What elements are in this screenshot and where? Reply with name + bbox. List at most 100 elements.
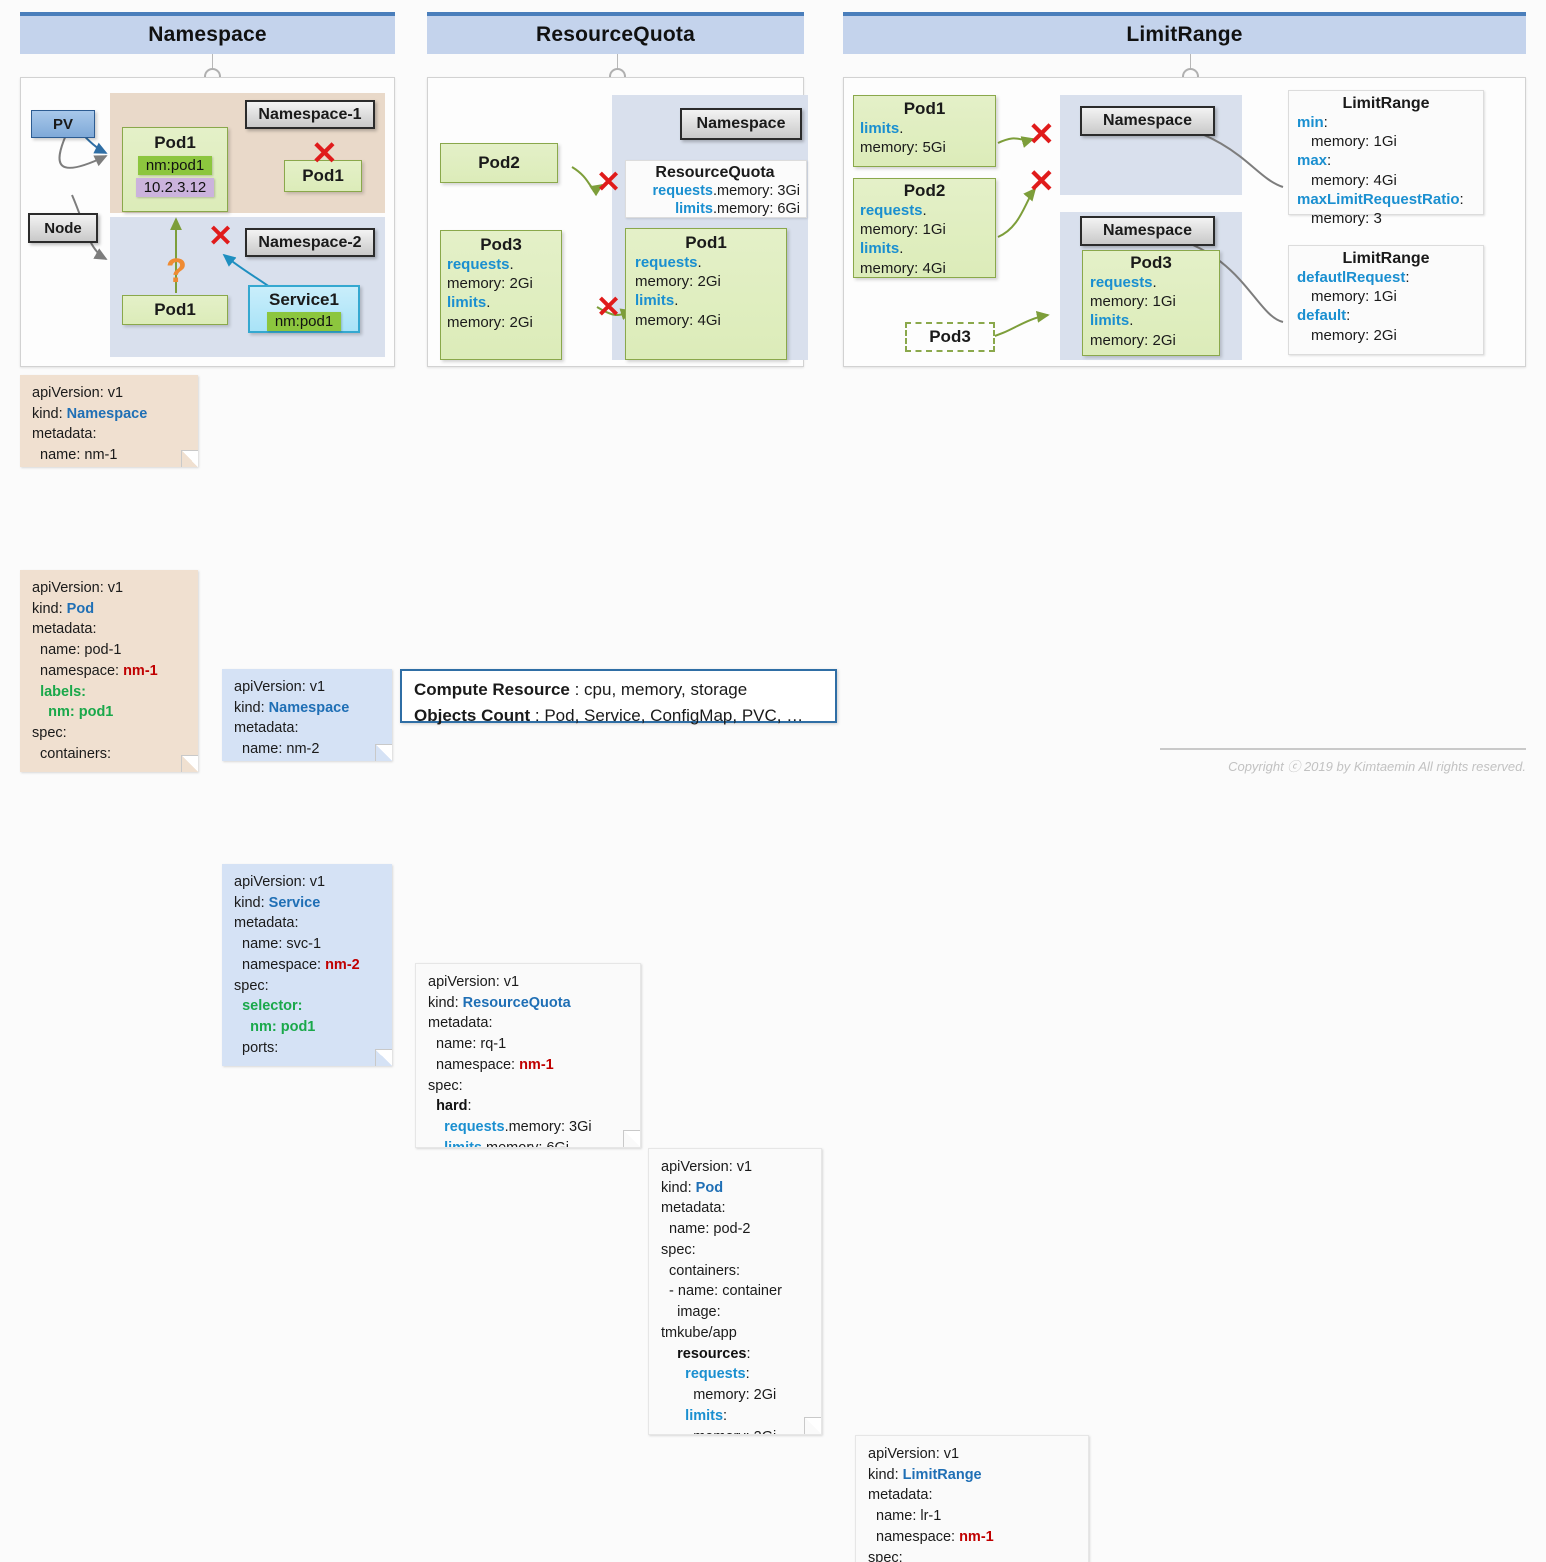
yaml-line: tmkube/app (661, 1324, 737, 1341)
rq-pod3-limits-key: limits (447, 294, 487, 312)
section-title: ResourceQuota (536, 23, 695, 46)
yaml-line: kind: ResourceQuota (428, 994, 571, 1011)
yaml-line: name: rq-1 (428, 1036, 507, 1053)
yaml-line: apiVersion: v1 (234, 874, 326, 890)
yaml-line: name: pod-2 (661, 1221, 751, 1238)
rq-pod1-title: Pod1 (685, 233, 727, 252)
yaml-line: requests: (685, 1366, 750, 1383)
service1-title: Service1 (269, 290, 339, 309)
connector-line-namespace (212, 54, 213, 76)
yaml-line: kind: Pod (32, 600, 95, 617)
lr-default-key: default (1297, 307, 1347, 325)
x-mark-icon: ✕ (596, 166, 622, 199)
lr-pod1-box[interactable]: Pod1 limits. memory: 5Gi (853, 95, 996, 167)
connector-line-limitrange (1190, 54, 1191, 76)
resourcequota-card[interactable]: ResourceQuota requests.memory: 3Gi limit… (625, 160, 807, 218)
x-mark-icon: ✕ (1028, 163, 1055, 199)
yaml-line: metadata: (234, 915, 299, 932)
pv-box[interactable]: PV (31, 110, 95, 138)
yaml-line: limits.memory: 6Gi (444, 1139, 570, 1148)
lr-defaultrequest-key: defautlRequest (1297, 269, 1406, 286)
lr-max-key: max (1297, 152, 1328, 170)
yaml-line: image: (661, 1304, 721, 1321)
limitrange-card-bottom[interactable]: LimitRange defautlRequest: memory: 1Gi d… (1288, 245, 1484, 355)
rq-pod3-box[interactable]: Pod3 requests. memory: 2Gi limits. memor… (440, 230, 562, 360)
pod1-top-title: Pod1 (154, 133, 196, 152)
lr-pod2-requests-key: requests (860, 202, 923, 219)
lr-pod3-box[interactable]: Pod3 requests. memory: 1Gi limits. memor… (1082, 250, 1220, 356)
section-header-resourcequota: ResourceQuota (427, 12, 804, 54)
yaml-line: namespace: nm-1 (428, 1056, 554, 1073)
lr-pod3-title: Pod3 (1130, 253, 1172, 272)
yaml-line: apiVersion: v1 (234, 679, 326, 695)
lr-pod2-limits-value: memory: 4Gi (860, 259, 946, 277)
callout-line2-label: Objects Count (414, 705, 531, 725)
service1-box[interactable]: Service1 nm:pod1 (248, 285, 360, 333)
lr-pod2-limits-key: limits (860, 240, 900, 258)
lr-pod3-dashed-box[interactable]: Pod3 (905, 322, 995, 352)
yaml-line: nm: pod1 (250, 1019, 316, 1036)
lr-pod3-limits-value: memory: 2Gi (1090, 331, 1176, 349)
yaml-line: kind: Pod (661, 1179, 724, 1196)
yaml-line: limits: (685, 1407, 728, 1424)
pod1-bottom-box[interactable]: Pod1 (122, 295, 228, 325)
section-title: Namespace (148, 23, 267, 46)
yaml-line: namespace: nm-1 (32, 662, 158, 679)
yaml-line: metadata: (32, 426, 97, 443)
lr-ratio-key: maxLimitRequestRatio (1297, 190, 1460, 208)
pod1-bottom-title: Pod1 (154, 300, 196, 319)
connector-line-resourcequota (617, 54, 618, 76)
yaml-line: namespace: nm-2 (234, 956, 360, 973)
namespace-1-badge[interactable]: Namespace-1 (245, 100, 375, 129)
rq-pod1-box[interactable]: Pod1 requests. memory: 2Gi limits. memor… (625, 228, 787, 360)
lr-namespace-badge-top[interactable]: Namespace (1080, 106, 1215, 136)
lr-min-punct: : (1323, 114, 1328, 131)
yaml-line: nm: pod1 (48, 704, 114, 721)
yaml-line: ... (32, 765, 188, 772)
rq-pod1-requests-key: requests (635, 254, 698, 271)
yaml-line: name: nm-2 (234, 741, 320, 758)
pod1-blocked-box[interactable]: Pod1 (284, 160, 362, 192)
yaml-line: kind: Namespace (234, 699, 350, 716)
namespace-2-badge[interactable]: Namespace-2 (245, 228, 375, 257)
lr-namespace-badge-bottom[interactable]: Namespace (1080, 216, 1215, 246)
x-mark-icon: ✕ (311, 135, 338, 171)
pod1-top-box[interactable]: Pod1 nm:pod1 10.2.3.12 (122, 127, 228, 212)
lr-pod2-requests-punct: . (922, 202, 927, 219)
limitrange-card-top[interactable]: LimitRange min: memory: 1Gi max: memory:… (1288, 90, 1484, 227)
lr-defaultrequest-value: memory: 1Gi (1311, 288, 1397, 306)
lr-pod3-requests-punct: . (1152, 274, 1157, 291)
yaml-note-namespace-2[interactable]: apiVersion: v1 kind: Namespace metadata: n… (222, 669, 392, 761)
copyright-text: Copyright ⓒ 2019 by Kimtaemin All rights… (1228, 759, 1526, 774)
rq-pod2-box[interactable]: Pod2 (440, 143, 558, 183)
page-fold-icon (181, 755, 198, 772)
compute-resource-callout: Compute Resource : cpu, memory, storage … (400, 669, 837, 725)
rq-pod1-limits-key: limits (635, 292, 675, 310)
lr-ratio-punct: : (1459, 190, 1464, 208)
rq-namespace-badge[interactable]: Namespace (680, 108, 802, 140)
lr-pod3-requests-value: memory: 1Gi (1090, 293, 1176, 311)
yaml-line: name: lr-1 (868, 1508, 942, 1525)
service1-label-tag: nm:pod1 (266, 312, 342, 331)
yaml-line: name: svc-1 (234, 936, 322, 953)
lr-pod2-box[interactable]: Pod2 requests. memory: 1Gi limits. memor… (853, 178, 996, 278)
rq-limits-value: .memory: 6Gi (712, 201, 800, 218)
yaml-line: metadata: (234, 720, 299, 737)
yaml-line: metadata: (32, 621, 97, 638)
lr-min-key: min (1297, 114, 1324, 131)
rq-requests-key: requests (652, 183, 713, 199)
yaml-line: spec: (428, 1077, 463, 1094)
yaml-line: apiVersion: v1 (32, 580, 124, 596)
yaml-line: containers: (32, 745, 111, 762)
section-title: LimitRange (1126, 23, 1243, 46)
page-fold-icon (181, 450, 198, 467)
lr-card-top-title: LimitRange (1342, 95, 1430, 112)
node-box[interactable]: Node (28, 213, 98, 243)
lr-default-value: memory: 2Gi (1311, 326, 1397, 344)
